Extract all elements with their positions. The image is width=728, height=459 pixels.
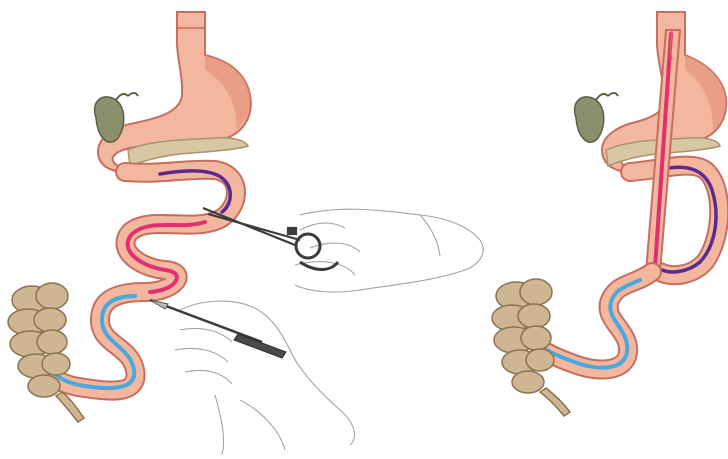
panel-before (8, 12, 483, 455)
scissors-instrument (203, 208, 338, 270)
distal-intestine (540, 272, 652, 369)
surgeon-hands (175, 209, 483, 455)
scalpel-instrument (150, 300, 286, 358)
panel-after (492, 12, 726, 416)
colon (8, 283, 84, 422)
small-intestine (42, 170, 236, 391)
duodenum-loop (630, 166, 719, 276)
